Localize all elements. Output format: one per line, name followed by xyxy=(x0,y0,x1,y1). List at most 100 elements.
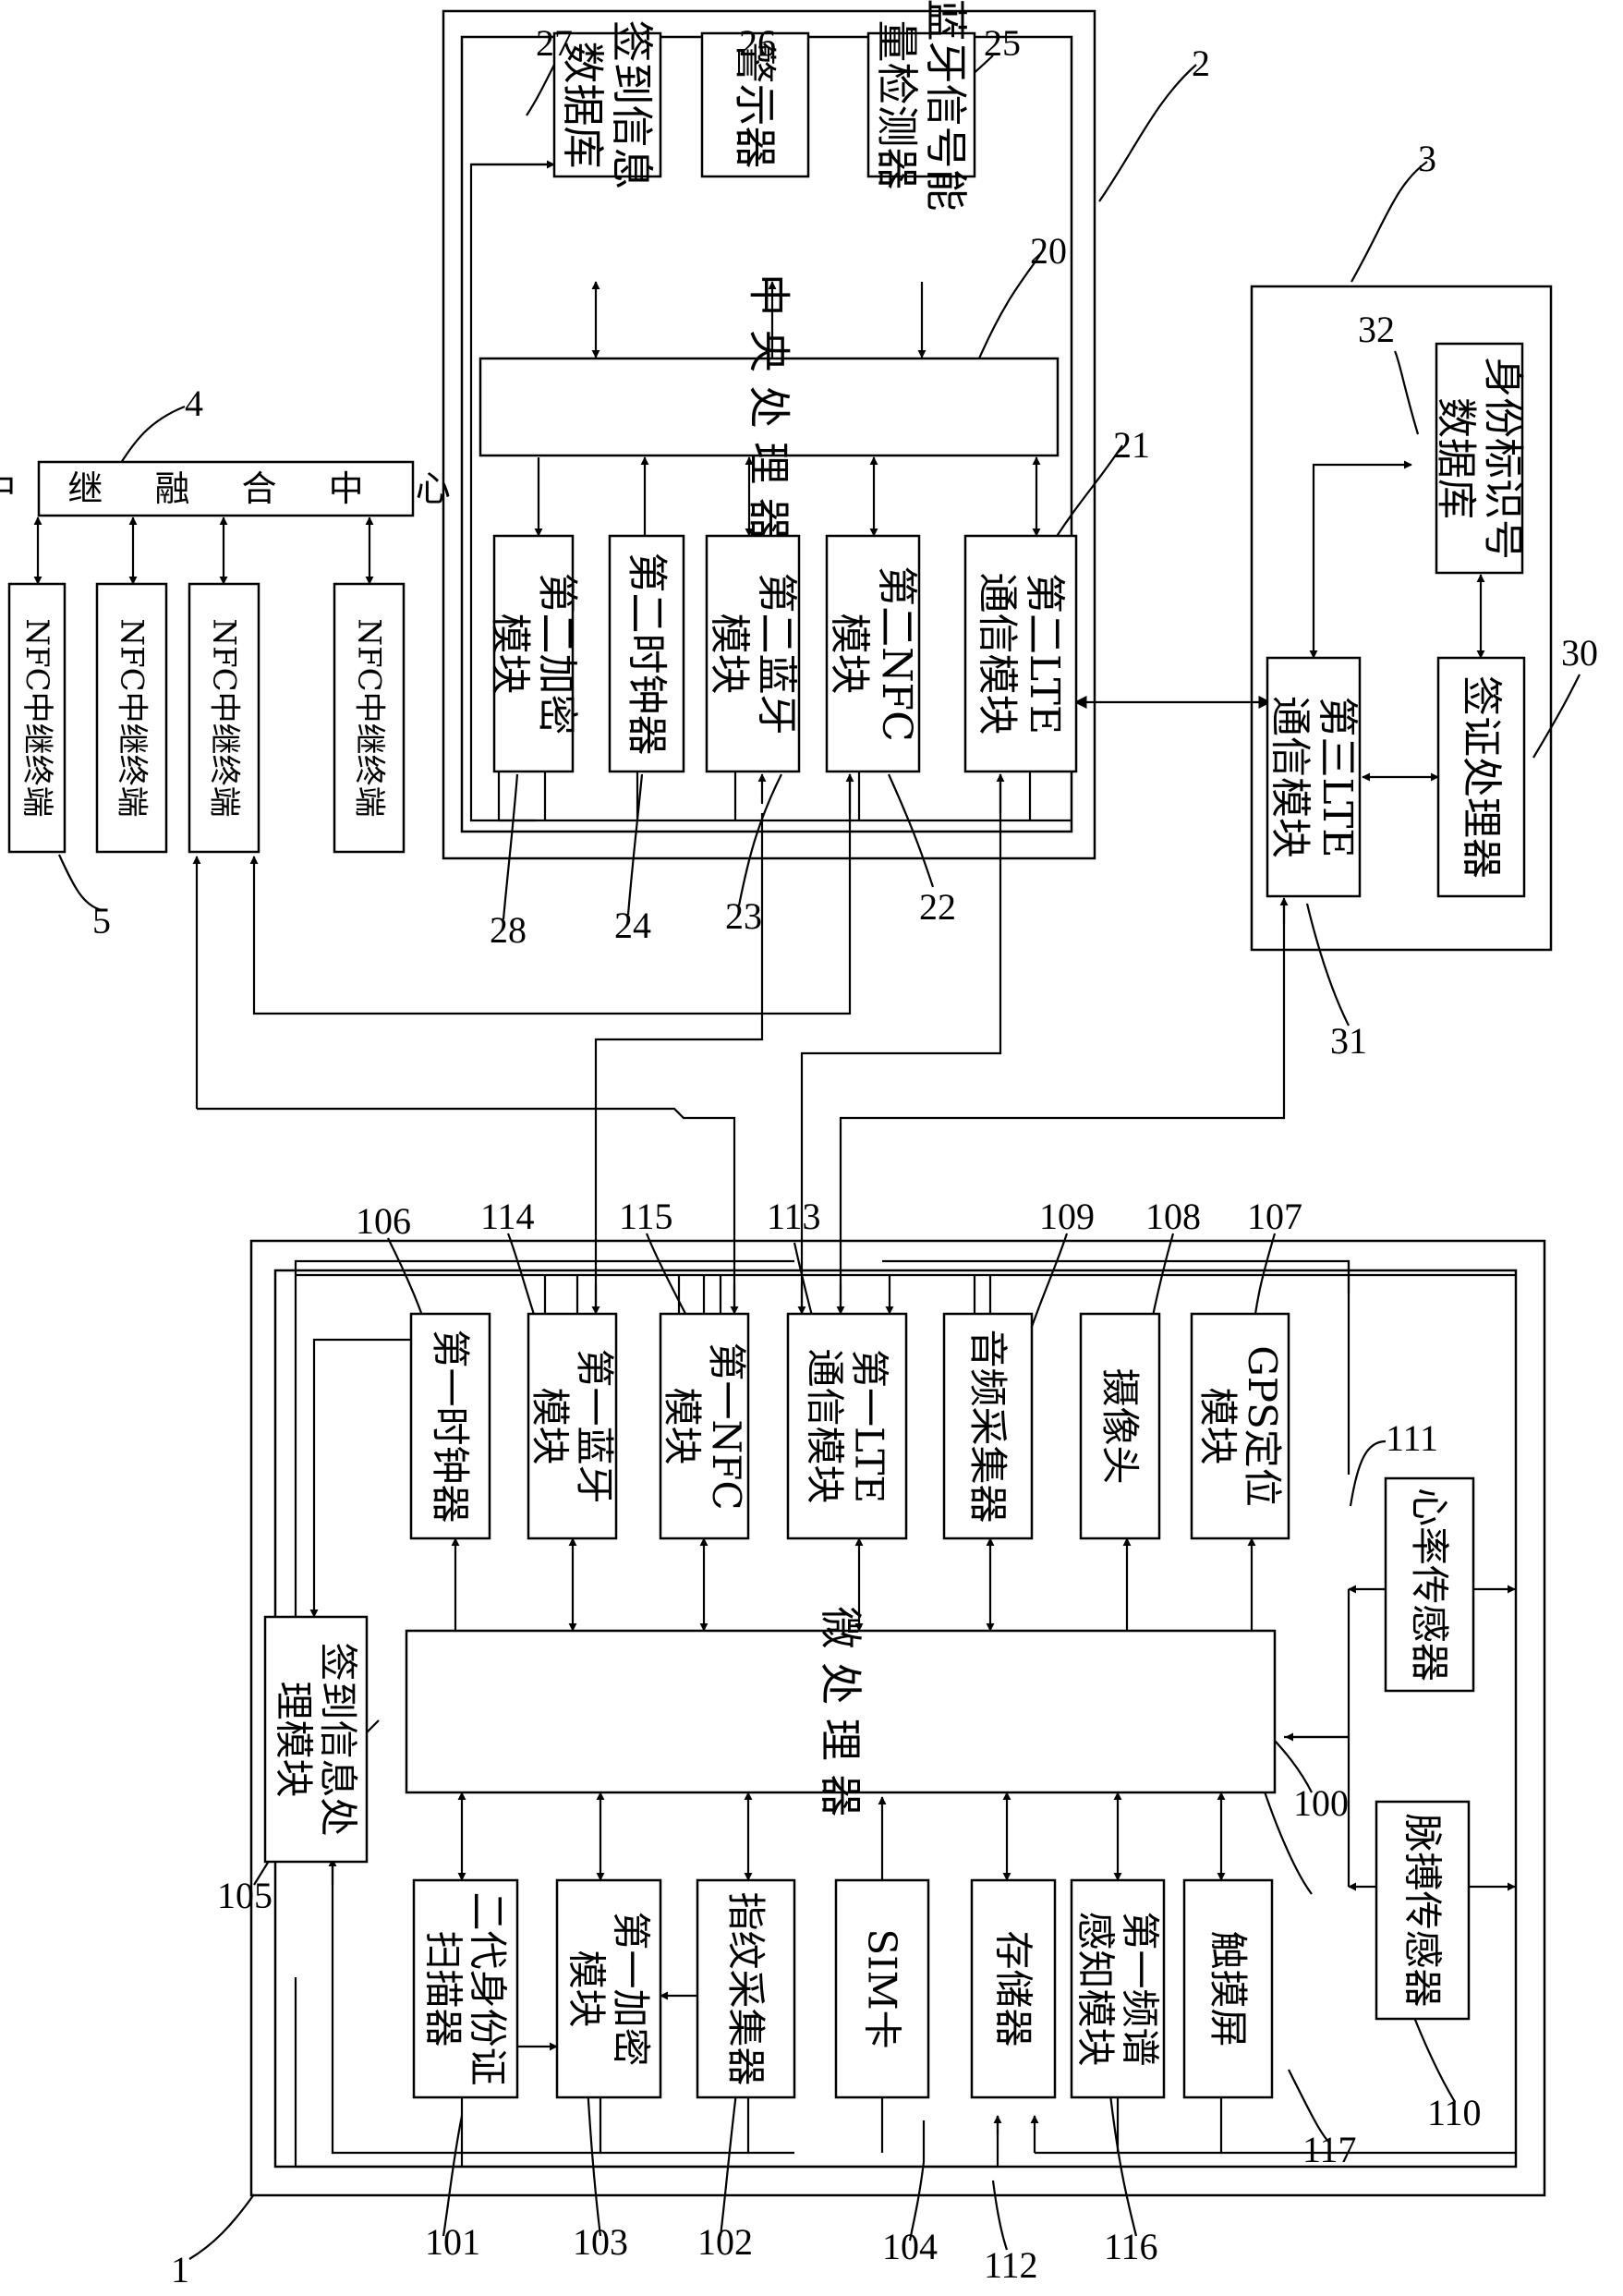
ref-106: 106 xyxy=(356,1200,411,1242)
box-b30: 签证处理器 xyxy=(1438,658,1524,896)
box-label-b111-0: 心率传感器 xyxy=(1407,1488,1452,1682)
box-b107: GPS定位模块 xyxy=(1192,1314,1289,1538)
box-label-b103-0: 第一加密 xyxy=(609,1911,654,2066)
ref-23: 23 xyxy=(725,895,762,937)
box-label-b23-1: 模块 xyxy=(706,613,753,695)
box-label-b114-1: 模块 xyxy=(527,1387,573,1464)
box-label-b107-0: GPS定位 xyxy=(1240,1345,1285,1507)
box-label-b24-0: 第二时钟器 xyxy=(624,553,671,756)
box-b104: SIM卡 xyxy=(836,1880,928,2097)
box-b109: 音频采集器 xyxy=(944,1314,1032,1538)
box-label-b113-1: 通信模块 xyxy=(802,1348,847,1503)
box-label-b108-0: 摄像头 xyxy=(1097,1367,1143,1484)
box-b106: 第一时钟器 xyxy=(411,1314,490,1538)
box-b24: 第二时钟器 xyxy=(610,536,684,771)
box-label-b114-0: 第一蓝牙 xyxy=(572,1348,617,1503)
box-b113: 第一LTE通信模块 xyxy=(788,1314,906,1538)
ref-31: 31 xyxy=(1330,1020,1367,1062)
box-label-nfc4-0: NFC中继终端 xyxy=(351,618,388,817)
box-label-b101-0: 二代身份证 xyxy=(466,1891,511,2085)
box-b115: 第一NFC模块 xyxy=(660,1314,749,1538)
ref-101: 101 xyxy=(425,2221,480,2263)
box-label-b101-1: 扫描器 xyxy=(420,1930,466,2047)
ref-24: 24 xyxy=(614,905,651,946)
box-label-b22-0: 第二NFC xyxy=(873,565,920,742)
box-label-b113-0: 第一LTE xyxy=(847,1349,892,1503)
box-nfc3: NFC中继终端 xyxy=(189,584,259,852)
box-label-b30-0: 签证处理器 xyxy=(1458,675,1505,879)
box-label-b25-1: 量检测器 xyxy=(872,20,922,190)
box-b108: 摄像头 xyxy=(1081,1314,1159,1538)
relay-connections xyxy=(38,517,369,584)
ref-27: 27 xyxy=(536,22,573,64)
box-nfc4: NFC中继终端 xyxy=(334,584,404,852)
ref-28: 28 xyxy=(490,909,527,951)
ref-109: 109 xyxy=(1039,1196,1095,1237)
ref-20: 20 xyxy=(1030,230,1067,272)
ref-3: 3 xyxy=(1418,138,1436,179)
box-label-b27-0: 签到信息 xyxy=(607,20,657,190)
ref-105: 105 xyxy=(217,1875,273,1916)
box-label-b106-0: 第一时钟器 xyxy=(428,1329,473,1523)
ref-107: 107 xyxy=(1247,1196,1302,1237)
ref-5: 5 xyxy=(92,900,111,941)
ref-4: 4 xyxy=(185,383,203,424)
box-label-nfc2-0: NFC中继终端 xyxy=(114,618,151,817)
ref-111: 111 xyxy=(1386,1417,1438,1459)
box-b4: 中 继 融 合 中 心 xyxy=(0,462,471,516)
box-b102: 指纹采集器 xyxy=(697,1880,794,2097)
ref-30: 30 xyxy=(1561,632,1598,674)
box-label-b32-1: 数据库 xyxy=(1433,397,1480,519)
box-b25: 蓝牙信号能量检测器 xyxy=(868,0,975,212)
box-label-b100-0: 微 处 理 器 xyxy=(816,1607,866,1817)
box-b31: 第三LTE通信模块 xyxy=(1266,658,1361,896)
ref-117: 117 xyxy=(1302,2129,1357,2170)
ref-25: 25 xyxy=(984,22,1021,64)
ref-115: 115 xyxy=(619,1196,673,1237)
box-b23: 第二蓝牙模块 xyxy=(706,536,800,771)
box-label-b105-1: 理模块 xyxy=(271,1681,316,1797)
box-label-b31-0: 第三LTE xyxy=(1314,696,1361,857)
box-b28: 第二加密模块 xyxy=(487,536,581,771)
box-b117: 触摸屏 xyxy=(1184,1880,1272,2097)
box-label-b103-1: 模块 xyxy=(563,1950,609,2027)
box-label-b20-0: 中 央 处 理 器 xyxy=(745,273,794,541)
ref-22: 22 xyxy=(919,886,956,928)
ref-110: 110 xyxy=(1427,2092,1482,2133)
ref-116: 116 xyxy=(1104,2226,1158,2267)
box-label-b116-0: 第一频谱 xyxy=(1118,1911,1163,2066)
box-label-b110-0: 脉搏传感器 xyxy=(1400,1813,1446,2007)
box-b111: 心率传感器 xyxy=(1386,1478,1473,1691)
ref-26: 26 xyxy=(739,22,776,64)
box-b112: 存储器 xyxy=(972,1880,1055,2097)
box-nfc1: NFC中继终端 xyxy=(9,584,65,852)
box-label-b4-0: 中 继 融 合 中 心 xyxy=(0,468,471,509)
box-label-b107-1: 模块 xyxy=(1195,1387,1241,1464)
box-b114: 第一蓝牙模块 xyxy=(527,1314,617,1538)
box-label-b21-1: 通信模块 xyxy=(974,573,1021,735)
ref-1: 1 xyxy=(171,2249,189,2290)
box-label-b25-0: 蓝牙信号能 xyxy=(921,0,971,212)
box-label-b112-0: 存储器 xyxy=(991,1930,1036,2047)
box-label-b32-0: 身份标识号 xyxy=(1479,357,1526,560)
ref-32: 32 xyxy=(1358,309,1395,350)
box-b21: 第二LTE通信模块 xyxy=(965,536,1076,771)
box-b103: 第一加密模块 xyxy=(557,1880,660,2097)
ref-112: 112 xyxy=(984,2244,1038,2286)
box-label-nfc3-0: NFC中继终端 xyxy=(206,618,243,817)
box-b101: 二代身份证扫描器 xyxy=(414,1880,517,2097)
ref-108: 108 xyxy=(1145,1196,1201,1237)
ref-2: 2 xyxy=(1192,43,1210,84)
ref-100: 100 xyxy=(1293,1782,1349,1824)
box-b22: 第二NFC模块 xyxy=(826,536,920,771)
box-label-b115-1: 模块 xyxy=(660,1387,705,1464)
box-label-b22-1: 模块 xyxy=(826,613,873,695)
box-b20: 中 央 处 理 器 xyxy=(480,273,1058,541)
ref-103: 103 xyxy=(573,2221,628,2263)
box-nfc2: NFC中继终端 xyxy=(97,584,166,852)
box-b116: 第一频谱感知模块 xyxy=(1072,1880,1164,2097)
box-label-b31-1: 通信模块 xyxy=(1266,696,1314,858)
box-b105: 签到信息处理模块 xyxy=(265,1617,367,1862)
box-label-b116-1: 感知模块 xyxy=(1072,1911,1118,2066)
